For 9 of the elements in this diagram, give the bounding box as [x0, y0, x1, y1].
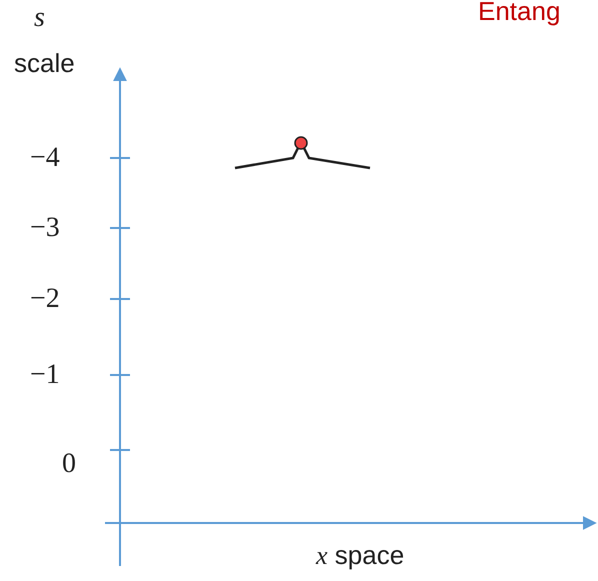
- tick-label: −3: [30, 212, 60, 244]
- axis-symbol: s: [34, 2, 45, 34]
- tick-label: −2: [30, 283, 60, 315]
- header-text: Entang: [478, 0, 560, 27]
- tick-label: −1: [30, 359, 60, 391]
- tick-label: −4: [30, 142, 60, 174]
- axis-title: scale: [14, 48, 75, 79]
- axis-title: x space: [316, 540, 404, 571]
- tick-label: 0: [62, 448, 76, 480]
